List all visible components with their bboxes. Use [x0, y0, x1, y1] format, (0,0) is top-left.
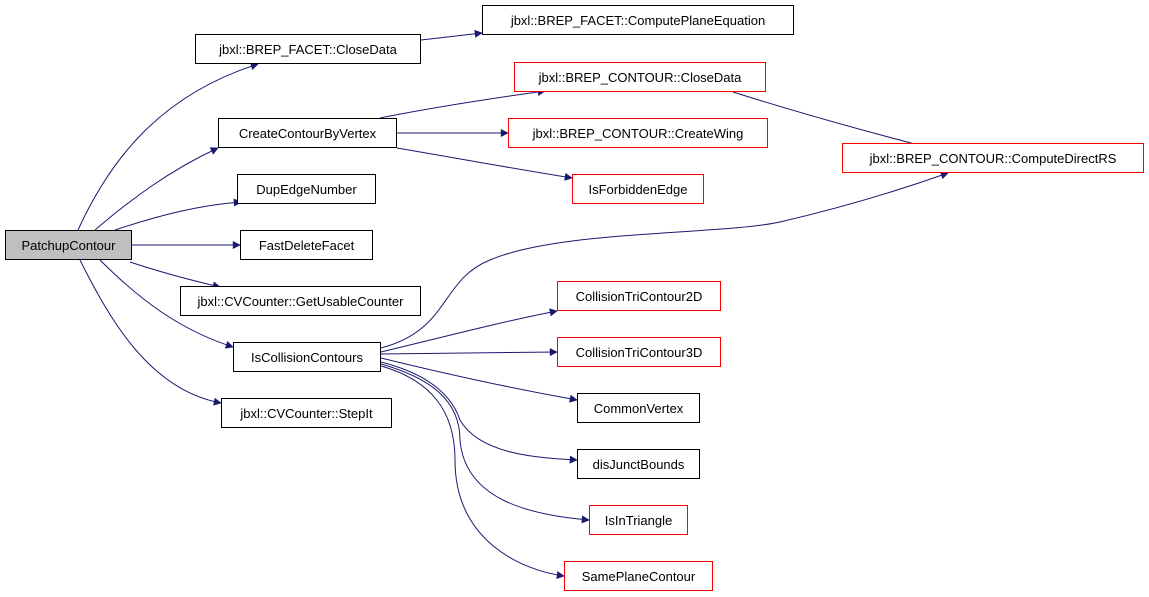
node-dup-edge-number[interactable]: DupEdgeNumber — [237, 174, 376, 204]
node-cvcounter-getusablecounter[interactable]: jbxl::CVCounter::GetUsableCounter — [180, 286, 421, 316]
node-brep-facet-computeplaneequation[interactable]: jbxl::BREP_FACET::ComputePlaneEquation — [482, 5, 794, 35]
edge-jbxl-brep-contour-closedata-to-jbxl-brep-contour-computedirectrs — [732, 91, 939, 153]
node-brep-contour-computedirectrs[interactable]: jbxl::BREP_CONTOUR::ComputeDirectRS — [842, 143, 1144, 173]
edge-iscollisioncontours-to-commonvertex — [380, 357, 578, 403]
node-collision-tri-contour-2d[interactable]: CollisionTriContour2D — [557, 281, 721, 311]
edge-iscollisioncontours-to-collisiontricontour3d — [380, 348, 558, 357]
node-brep-contour-createwing[interactable]: jbxl::BREP_CONTOUR::CreateWing — [508, 118, 768, 148]
edge-patchupcontour-to-dupedgenumber — [114, 198, 242, 231]
node-create-contour-by-vertex[interactable]: CreateContourByVertex — [218, 118, 397, 148]
edge-patchupcontour-to-jbxl-cvcounter-getusablecounter — [129, 261, 221, 290]
node-is-forbidden-edge[interactable]: IsForbiddenEdge — [572, 174, 704, 204]
edge-iscollisioncontours-to-disjunctbounds — [380, 361, 578, 464]
edge-jbxl-brep-facet-closedata-to-jbxl-brep-facet-computeplaneequation — [420, 29, 483, 41]
edge-patchupcontour-to-iscollisioncontours — [99, 259, 234, 349]
node-cvcounter-stepit[interactable]: jbxl::CVCounter::StepIt — [221, 398, 392, 428]
node-patchup-contour: PatchupContour — [5, 230, 132, 260]
node-brep-facet-closedata[interactable]: jbxl::BREP_FACET::CloseData — [195, 34, 421, 64]
edge-patchupcontour-to-jbxl-brep-facet-closedata — [77, 62, 259, 231]
node-is-in-triangle[interactable]: IsInTriangle — [589, 505, 688, 535]
edge-iscollisioncontours-to-jbxl-brep-contour-computedirectrs — [380, 171, 949, 349]
edge-patchupcontour-to-createcontourbyvertex — [94, 147, 219, 231]
edge-createcontourbyvertex-to-jbxl-brep-contour-closedata — [379, 88, 546, 119]
edge-iscollisioncontours-to-sameplanecontour — [380, 365, 565, 579]
node-common-vertex[interactable]: CommonVertex — [577, 393, 700, 423]
edge-createcontourbyvertex-to-isforbiddenedge — [396, 147, 573, 181]
edge-iscollisioncontours-to-collisiontricontour2d — [380, 308, 558, 353]
node-same-plane-contour[interactable]: SamePlaneContour — [564, 561, 713, 591]
edge-patchupcontour-to-jbxl-cvcounter-stepit — [79, 259, 222, 406]
node-disjunct-bounds[interactable]: disJunctBounds — [577, 449, 700, 479]
edge-iscollisioncontours-to-isintriangle — [380, 363, 590, 524]
node-collision-tri-contour-3d[interactable]: CollisionTriContour3D — [557, 337, 721, 367]
node-fast-delete-facet[interactable]: FastDeleteFacet — [240, 230, 373, 260]
node-is-collision-contours[interactable]: IsCollisionContours — [233, 342, 381, 372]
node-brep-contour-closedata[interactable]: jbxl::BREP_CONTOUR::CloseData — [514, 62, 766, 92]
